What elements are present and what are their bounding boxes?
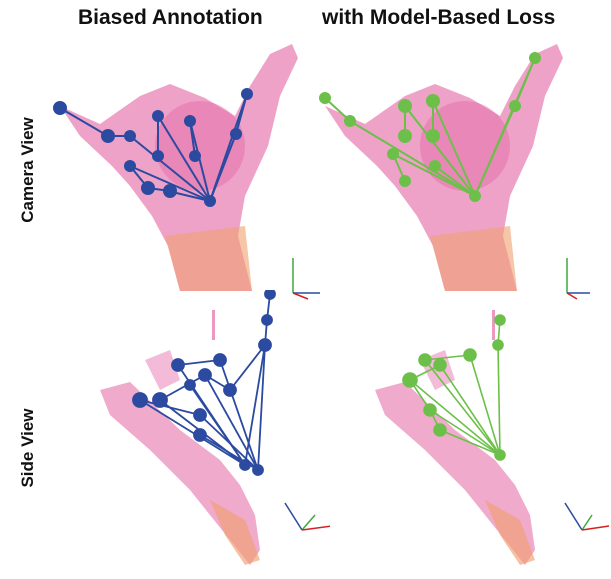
row-title-side: Side View — [18, 408, 37, 488]
point-cloud — [60, 44, 298, 291]
row-title-camera: Camera View — [18, 117, 37, 223]
point-cloud — [100, 310, 260, 565]
hand-skeleton — [319, 52, 541, 202]
hand-skeleton — [132, 290, 276, 476]
point-cloud — [325, 44, 563, 291]
panel-camera-biased — [53, 44, 320, 300]
axis-gizmo — [284, 502, 330, 531]
column-title-biased: Biased Annotation — [78, 6, 263, 29]
panel-camera-model — [319, 44, 590, 300]
panel-side-model — [375, 310, 610, 565]
panel-side-biased — [100, 290, 330, 565]
axis-gizmo — [564, 502, 610, 531]
point-cloud — [375, 310, 535, 565]
column-title-model-based: with Model-Based Loss — [322, 6, 556, 29]
axis-gizmo — [566, 258, 590, 300]
axis-gizmo — [292, 258, 320, 300]
hand-skeleton — [53, 88, 253, 207]
hand-skeleton — [402, 314, 506, 461]
